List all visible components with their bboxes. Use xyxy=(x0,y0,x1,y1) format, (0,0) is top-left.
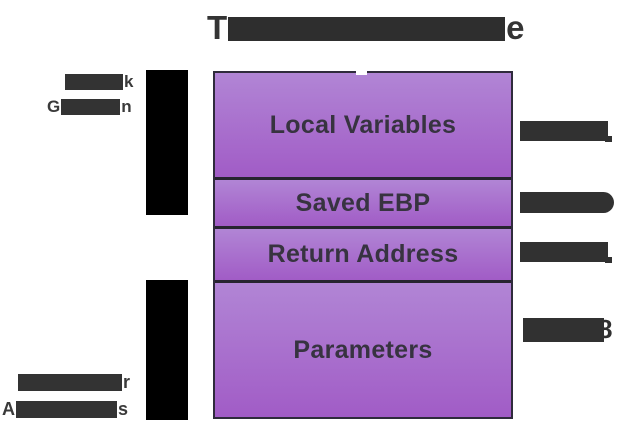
stack-frame-box: Local Variables Saved EBP Return Address… xyxy=(213,71,513,419)
stack-growth-line2-suffix: n xyxy=(121,97,132,116)
stack-growth-line2-prefix: G xyxy=(47,97,61,116)
offset-label-redaction-4 xyxy=(523,318,604,342)
section-divider xyxy=(215,226,511,229)
redaction-bar xyxy=(18,374,122,391)
stack-growth-label-line1: k xyxy=(65,72,133,92)
offset-label-redaction-3 xyxy=(520,242,608,262)
offset-label-redaction-1 xyxy=(520,121,608,141)
offset-label-redaction-1-tail xyxy=(605,136,612,142)
stack-section-label: Local Variables xyxy=(269,110,457,139)
title-visible-prefix: T xyxy=(207,9,228,46)
title-visible-suffix: e xyxy=(506,9,525,46)
offset-label-redaction-3-tail xyxy=(605,257,612,263)
stack-section-parameters: Parameters xyxy=(215,283,511,417)
section-divider xyxy=(215,177,511,180)
higher-addresses-label-line1: r xyxy=(18,372,130,393)
redaction-bar xyxy=(16,401,117,418)
stack-section-label: Parameters xyxy=(293,335,433,364)
higher-addresses-label-line2: A s xyxy=(2,399,128,420)
top-border-notch xyxy=(356,69,367,75)
stack-growth-line1-suffix: k xyxy=(124,72,134,91)
stack-section-label: Return Address xyxy=(267,240,459,268)
higher-addresses-line1-suffix: r xyxy=(123,372,131,392)
higher-addresses-line2-suffix: s xyxy=(118,399,129,419)
page-title: T e xyxy=(207,9,525,47)
stack-section-return-address: Return Address xyxy=(215,229,511,280)
stack-section-label: Saved EBP xyxy=(295,188,431,217)
stack-growth-arrow-redaction-bar xyxy=(146,70,188,215)
section-divider xyxy=(215,280,511,283)
redaction-bar xyxy=(65,74,123,90)
higher-addresses-arrow-redaction-bar xyxy=(146,280,188,420)
stack-section-local-variables: Local Variables xyxy=(215,73,511,177)
stack-growth-label-line2: G n xyxy=(47,97,132,117)
offset-label-redaction-2 xyxy=(520,192,614,213)
redaction-bar xyxy=(61,99,121,115)
higher-addresses-line2-prefix: A xyxy=(2,399,15,419)
stack-section-saved-ebp: Saved EBP xyxy=(215,180,511,226)
title-redaction-bar xyxy=(228,17,506,41)
